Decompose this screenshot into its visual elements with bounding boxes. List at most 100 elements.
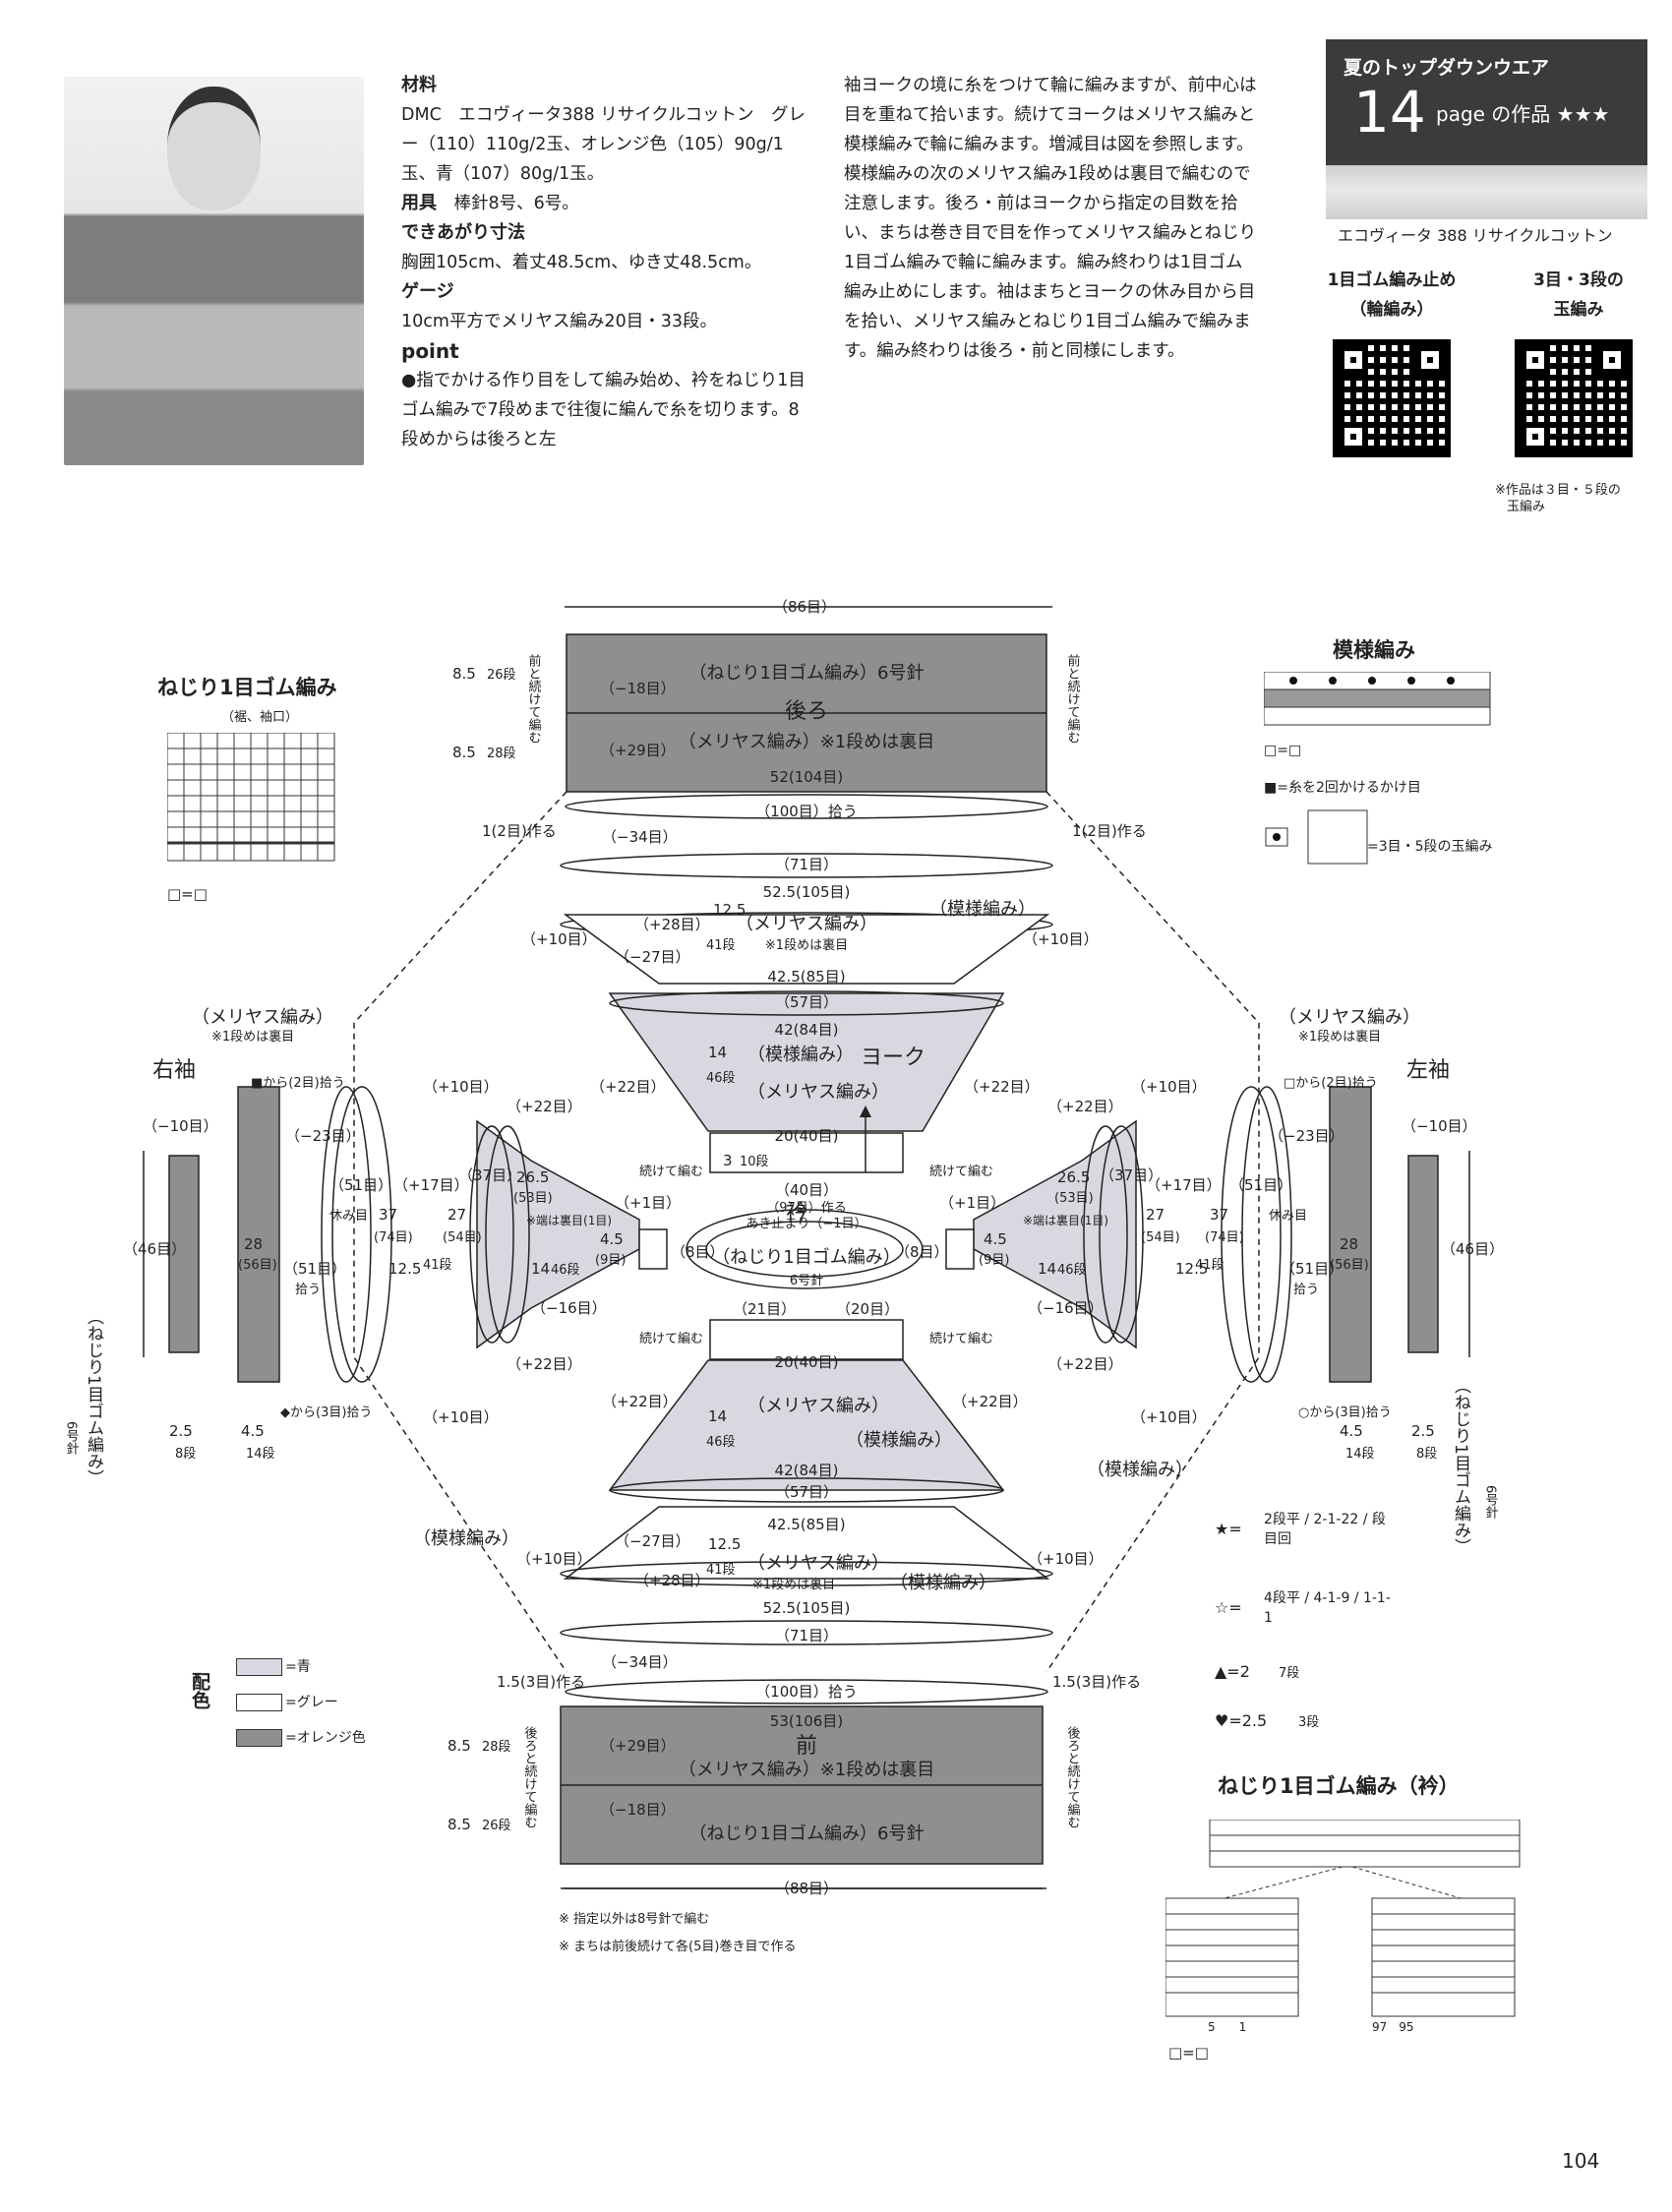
pattern-legend-2: ■=糸を2回かけるかけ目 <box>1264 780 1421 796</box>
front-yoke-minus27: （−27目） <box>615 1532 690 1550</box>
right-56: (56目) <box>238 1258 277 1273</box>
right-46: （46目） <box>123 1240 186 1258</box>
rib-chart-title: ねじり1目ゴム編み <box>157 676 337 699</box>
qr-code-bobble[interactable] <box>1515 339 1633 457</box>
left-pattern: （模様編み） <box>1087 1460 1193 1480</box>
plus10-tl: （+10目） <box>521 930 597 948</box>
front-pick: （100目）拾う <box>755 1683 858 1701</box>
legend-star-rule: 2段平 / 2-1-22 / 段目回 <box>1264 1512 1386 1547</box>
front-h2-rows: 26段 <box>482 1819 511 1833</box>
left-plus17: （+17目） <box>1146 1176 1222 1194</box>
tools-text: 棒針8号、6号。 <box>453 194 579 213</box>
yoke-st: （メリヤス編み） <box>736 914 877 934</box>
left-sleeve-cuff <box>1407 1155 1439 1353</box>
plus10-tr: （+10目） <box>1023 930 1099 948</box>
back-inc: （+29目） <box>600 742 676 759</box>
left-pick: 拾う <box>1293 1283 1319 1297</box>
left-edge: ※端は裏目(1目) <box>1023 1213 1108 1227</box>
right-rest: 休み目 <box>329 1209 368 1224</box>
cont-4: 続けて編む <box>929 1331 993 1346</box>
qr-finder <box>1415 345 1445 375</box>
qr-finder <box>1339 422 1368 451</box>
yoke-125: 12.5 <box>713 901 746 919</box>
page-number: 104 <box>1562 2149 1600 2173</box>
legend-tri: ▲=2 <box>1215 1662 1250 1681</box>
back-h1-rows: 26段 <box>487 668 516 683</box>
legend-star: ★= <box>1215 1520 1242 1538</box>
qr-left-label-2: （輪編み） <box>1349 300 1434 320</box>
model-head <box>167 87 261 210</box>
left-54: (54目) <box>1141 1230 1180 1245</box>
left-37b: （37目） <box>1100 1166 1163 1184</box>
back-side-right: 前と続けて編む <box>1065 653 1081 744</box>
yoke-pattern: （模様編み） <box>929 899 1036 920</box>
left-56: (56目) <box>1330 1258 1369 1273</box>
back-width: 52(104目) <box>770 768 843 786</box>
plus10-br: （+10目） <box>1131 1408 1207 1426</box>
right-sleeve-cuff <box>168 1155 200 1353</box>
back-dec: （−18目） <box>600 680 676 697</box>
right-51: （51目） <box>283 1260 346 1278</box>
pattern-chart-title: 模様編み <box>1333 638 1415 662</box>
left-rib: （ねじり1目ゴム編み） <box>1451 1377 1471 1555</box>
yoke-42: 42(84目) <box>775 1021 839 1039</box>
qr-code-bind-off[interactable] <box>1333 339 1451 457</box>
front-yoke-plus28: （+28目） <box>634 1572 710 1589</box>
left-sleeve-st: （メリヤス編み） <box>1279 1007 1420 1028</box>
yoke-525: 52.5(105目) <box>763 883 851 901</box>
color-swatch-gray <box>236 1694 282 1711</box>
right-53: (53目) <box>513 1191 553 1206</box>
left-46r: 46段 <box>1057 1263 1087 1278</box>
left-41: 41段 <box>1195 1258 1224 1273</box>
cast-left: 1(2目)作る <box>482 822 557 840</box>
gauge-label: ゲージ <box>401 281 454 302</box>
tools-label: 用具 <box>401 193 437 213</box>
rib-chart <box>167 733 335 862</box>
plus22-fl: （+22目） <box>602 1393 678 1410</box>
right-sleeve-st: （メリヤス編み） <box>192 1007 333 1028</box>
back-h2-rows: 28段 <box>487 747 516 761</box>
yoke-425: 42.5(85目) <box>767 968 845 986</box>
yoke-20: 20(40目) <box>775 1127 839 1145</box>
yoke-71: （71目） <box>775 856 838 873</box>
left-sleeve-note: ※1段めは裏目 <box>1298 1030 1381 1045</box>
plus10-fl: （+10目） <box>516 1550 592 1568</box>
collar-nums-left: 5 1 <box>1208 2020 1247 2034</box>
left-minus16: （−16目） <box>1028 1299 1104 1317</box>
left-sleeve-title: 左袖 <box>1406 1058 1450 1083</box>
front-yoke-pattern-2: （模様編み） <box>890 1573 996 1593</box>
front-yoke-st-2: （メリヤス編み） <box>747 1553 889 1574</box>
front-rib: （ねじり1目ゴム編み）6号針 <box>689 1823 925 1844</box>
front-h2: 8.5 <box>448 1816 471 1833</box>
front-yoke-st: （メリヤス編み） <box>747 1396 889 1416</box>
left-45: 4.5 <box>984 1230 1007 1248</box>
left-needle: 6号針 <box>1483 1485 1499 1520</box>
front-h1-rows: 28段 <box>482 1740 511 1755</box>
collar-97: （97目）作る <box>766 1201 847 1216</box>
front-h1: 8.5 <box>448 1737 471 1755</box>
front-yoke-minus34: （−34目） <box>602 1653 678 1671</box>
right-37: 37 <box>379 1206 397 1224</box>
note-1: ※ 指定以外は8号針で編む <box>559 1911 709 1927</box>
gauge-text: 10cm平方でメリヤス編み20目・33段。 <box>401 312 717 331</box>
qr-note: ※作品は３目・５段の 玉編み <box>1495 482 1621 515</box>
plus22-r: （+22目） <box>1047 1098 1123 1115</box>
right-51b: （51目） <box>329 1176 392 1194</box>
right-pick: 拾う <box>295 1283 321 1297</box>
yoke-st-note: ※1段めは裏目 <box>765 938 848 953</box>
yoke-57: （57目） <box>775 993 838 1011</box>
front-yoke-42: 42(84目) <box>775 1462 839 1479</box>
materials-yarn: DMC エコヴィータ388 リサイクルコットン グレー（110）110g/2玉、… <box>401 105 806 184</box>
right-sleeve-title: 右袖 <box>152 1058 196 1083</box>
left-53: (53目) <box>1054 1191 1094 1206</box>
right-46r: 46段 <box>551 1263 580 1278</box>
pattern-number: 14 <box>1353 79 1426 146</box>
yoke-40: （40目） <box>775 1181 838 1199</box>
back-rib: （ねじり1目ゴム編み）6号針 <box>689 663 925 684</box>
front-cast-r: 1.5(3目)作る <box>1052 1673 1141 1691</box>
back-title: 後ろ <box>785 699 828 724</box>
back-h1: 8.5 <box>452 665 476 683</box>
yoke-plus28: （+28目） <box>634 916 710 933</box>
left-plus1: （+1目） <box>939 1194 1005 1212</box>
